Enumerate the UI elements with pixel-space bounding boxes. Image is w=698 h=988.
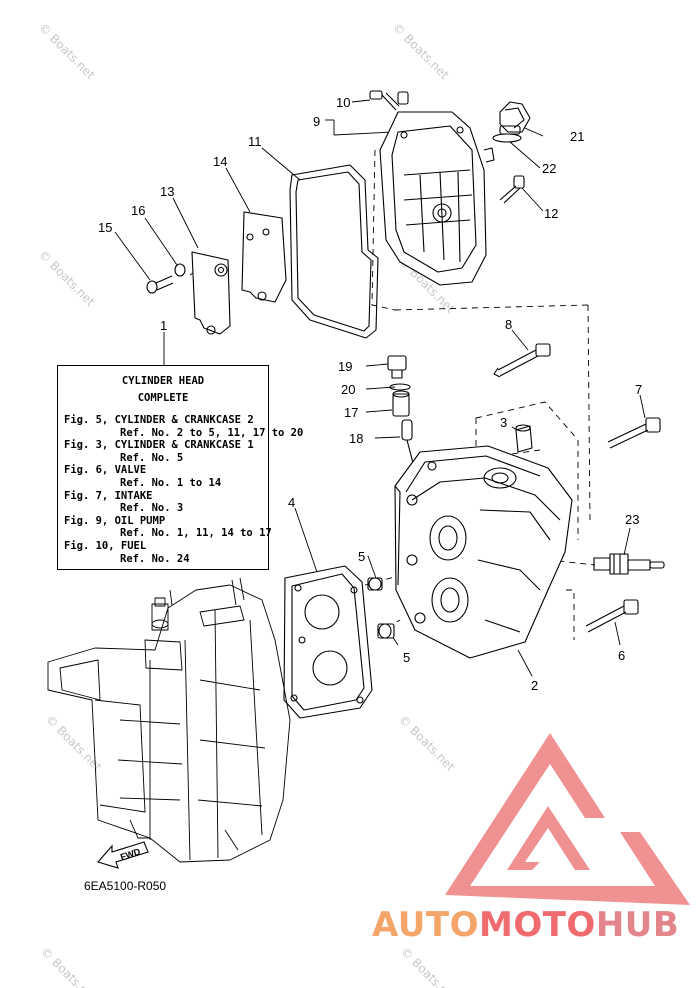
part-17-spring: [392, 390, 410, 417]
callout-5b: 5: [403, 650, 410, 665]
brand-part-moto: MOTO: [478, 905, 596, 945]
part-7-bolt: [607, 417, 661, 449]
legend-fig: Fig. 10, FUEL: [64, 539, 147, 552]
callout-18: 18: [349, 431, 363, 446]
part-23-spark-plug: [593, 553, 665, 575]
legend-ref: Ref. No. 1 to 14: [120, 476, 222, 489]
callout-19: 19: [338, 359, 352, 374]
callout-15: 15: [98, 220, 112, 235]
brand-logo-mark: [445, 733, 690, 905]
part-5-dowel: [377, 623, 395, 639]
assembly-legend-box: CYLINDER HEAD COMPLETE Fig. 5, CYLINDER …: [57, 365, 304, 570]
callout-20: 20: [341, 382, 355, 397]
callout-7: 7: [635, 382, 642, 397]
fwd-arrow-icon: FWD: [97, 841, 149, 869]
part-12-bolt: [499, 175, 525, 204]
legend-ref: Ref. No. 2 to 5, 11, 17 to 20: [120, 426, 304, 439]
part-10-bolt: [369, 90, 409, 111]
callout-6: 6: [618, 648, 625, 663]
callout-16: 16: [131, 203, 145, 218]
part-14-plate: [241, 211, 287, 303]
part-6-bolt: [585, 599, 639, 633]
callout-21: 21: [570, 129, 584, 144]
watermark-text: © Boats.net: [36, 247, 98, 309]
callout-numbers: 1 2 3 4 5 5 6 7 8 9 10 11 12 13 14 15 16…: [98, 95, 642, 693]
part-11-gasket-inner: [295, 171, 372, 332]
legend-fig: Fig. 5, CYLINDER & CRANKCASE 2: [64, 414, 254, 426]
part-3-dowel: [515, 424, 533, 453]
callout-4: 4: [288, 495, 295, 510]
legend-fig: Fig. 6, VALVE: [64, 464, 147, 477]
part-13-plate: [191, 251, 231, 335]
part-15-screw: [146, 275, 174, 294]
callout-14: 14: [213, 154, 227, 169]
part-8-bolt: [493, 343, 551, 378]
diagram-code: 6EA5100-R050: [84, 879, 167, 893]
callout-11: 11: [248, 134, 262, 149]
legend-ref: Ref. No. 3: [120, 502, 184, 515]
callout-9: 9: [313, 114, 320, 129]
callout-1: 1: [160, 318, 167, 333]
callout-13: 13: [160, 184, 174, 199]
watermark-text: © Boats.net: [36, 20, 98, 82]
part-5-dowel: [367, 577, 383, 591]
watermark-text: © Boats.net: [398, 944, 460, 988]
legend-fig: Fig. 9, OIL PUMP: [64, 514, 166, 527]
part-11-cover-gasket: [289, 164, 379, 339]
legend-fig: Fig. 7, INTAKE: [64, 489, 153, 502]
part-22-o-ring: [492, 133, 522, 143]
callout-8: 8: [505, 317, 512, 332]
watermark-text: © Boats.net: [396, 712, 458, 774]
legend-ref: Ref. No. 5: [120, 451, 184, 464]
callout-17: 17: [344, 405, 358, 420]
part-21-oil-cap: [499, 101, 531, 135]
callout-5a: 5: [358, 549, 365, 564]
callout-23: 23: [625, 512, 639, 527]
callout-2: 2: [531, 678, 538, 693]
callout-22: 22: [542, 161, 556, 176]
brand-part-hub: HUB: [595, 905, 680, 945]
callout-10: 10: [336, 95, 350, 110]
callout-12: 12: [544, 206, 558, 221]
part-4-head-gasket: [283, 565, 373, 719]
brand-wordmark: AUTOMOTOHUB: [372, 905, 679, 945]
engine-block-reference: [47, 577, 291, 863]
watermark-text: © Boats.net: [390, 20, 452, 82]
part-16-washer: [174, 263, 186, 277]
legend-ref: Ref. No. 24: [120, 552, 190, 565]
part-19-plug: [387, 355, 407, 379]
legend-ref: Ref. No. 1, 11, 14 to 17: [120, 527, 272, 540]
legend-fig: Fig. 3, CYLINDER & CRANKCASE 1: [64, 439, 254, 452]
callout-3: 3: [500, 415, 507, 430]
part-20-washer: [389, 383, 411, 391]
watermark-text: © Boats.net: [38, 944, 100, 988]
legend-subtitle: COMPLETE: [137, 392, 189, 404]
part-2-cylinder-head: [394, 445, 573, 659]
brand-part-auto: AUTO: [372, 905, 479, 945]
part-9-head-cover: [379, 111, 495, 286]
legend-title: CYLINDER HEAD: [121, 375, 205, 387]
